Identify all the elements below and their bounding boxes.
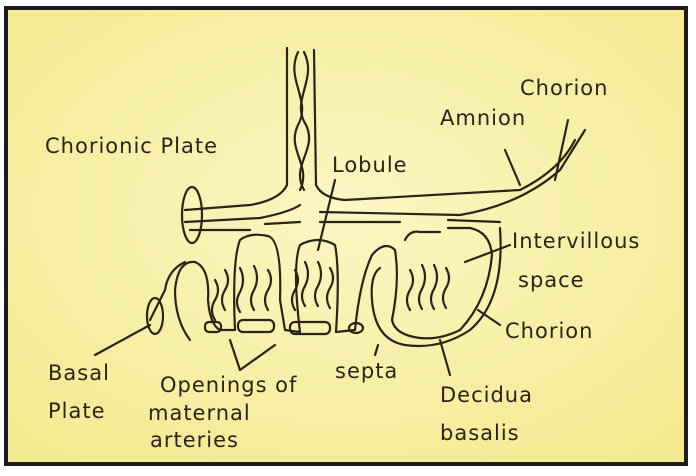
- label-decidua: Decidua: [440, 383, 533, 407]
- label-basal: Basal: [48, 361, 110, 385]
- label-chorion-top: Chorion: [520, 76, 608, 100]
- label-arteries: arteries: [150, 428, 239, 452]
- umbilical-cord: [183, 46, 577, 212]
- label-openings: Openings of: [160, 373, 297, 397]
- label-intervillous-space: space: [518, 268, 585, 292]
- label-lobule: Lobule: [332, 153, 408, 177]
- label-intervillous: Intervillous: [512, 229, 640, 253]
- label-amnion: Amnion: [440, 106, 526, 130]
- villous-lobes: [145, 226, 502, 348]
- label-chorionic-plate: Chorionic Plate: [45, 134, 218, 158]
- label-decidua-basalis: basalis: [440, 421, 520, 445]
- paper-background: [4, 6, 688, 466]
- label-chorion-right: Chorion: [505, 319, 593, 343]
- label-maternal: maternal: [148, 401, 251, 425]
- leader-lines: [93, 118, 570, 377]
- label-basal-plate: Plate: [48, 399, 106, 423]
- label-septa: septa: [335, 359, 398, 383]
